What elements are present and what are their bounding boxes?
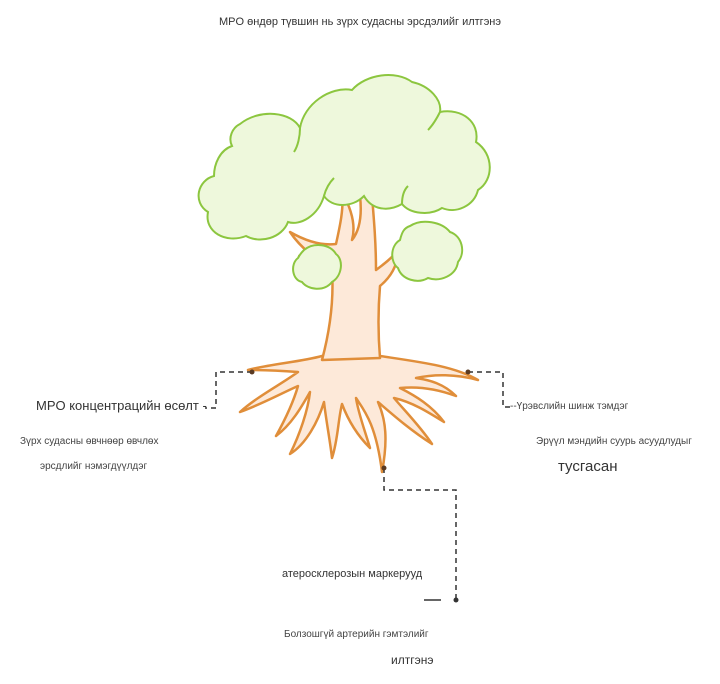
left-leader-dot	[249, 369, 255, 375]
left-label-line1: Зүрх судасны өвчнөөр өвчлөх	[20, 436, 159, 447]
bottom-label-line1: Болзошгүй артерийн гэмтэлийг	[284, 629, 429, 640]
right-label-line1: Эрүүл мэндийн суурь асуудлудыг	[536, 436, 692, 447]
leader-lines	[205, 371, 510, 600]
right-label-main: --Үрэвслийн шинж тэмдэг	[510, 401, 629, 412]
left-leader-line	[205, 371, 252, 409]
tree-canopy	[197, 74, 491, 290]
bottom-leader-dot-end	[453, 597, 459, 603]
left-label-line2: эрсдлийг нэмэгдүүлдэг	[40, 461, 148, 472]
right-label-line2: тусгасан	[558, 458, 618, 475]
tree-roots	[238, 354, 480, 474]
bottom-label-main: атеросклерозын маркерууд	[282, 568, 423, 580]
bottom-leader-line	[383, 468, 457, 600]
diagram-title: MPO өндөр түвшин нь зүрх судасны эрсдэли…	[219, 16, 501, 28]
bottom-leader-dot-top	[381, 465, 387, 471]
right-leader-line	[468, 371, 510, 408]
right-leader-dot	[465, 369, 471, 375]
left-label-main: MPO концентрацийн өсөлт -	[36, 398, 207, 413]
bottom-label-line2: илтгэнэ	[391, 653, 434, 667]
